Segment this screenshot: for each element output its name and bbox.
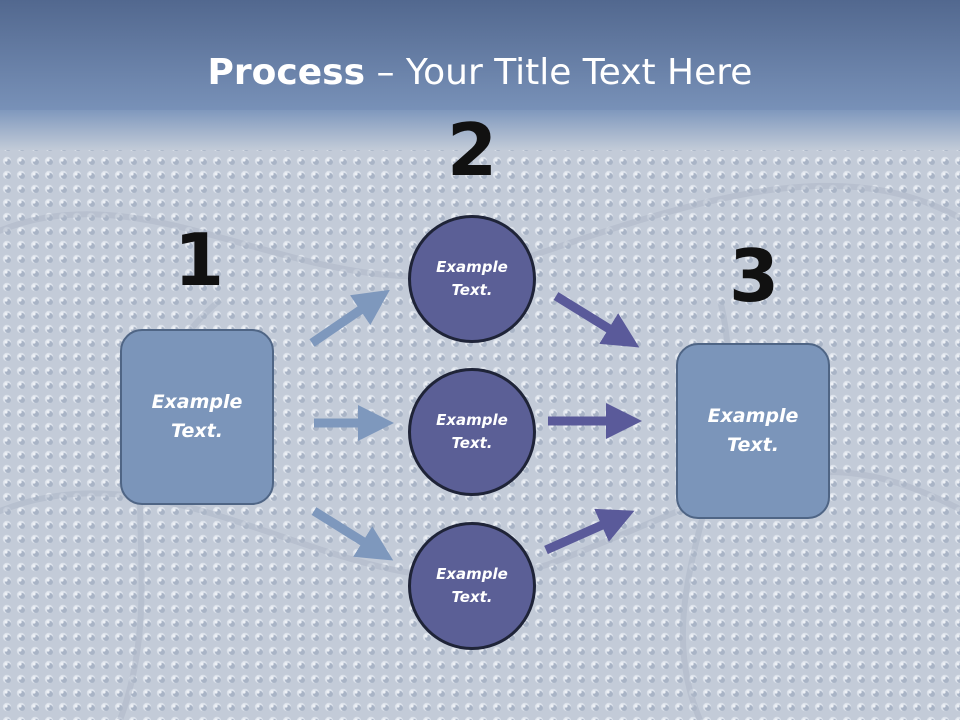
step2-node-middle-text: Example Text. <box>436 411 508 452</box>
slide-title: Process – Your Title Text Here <box>0 52 960 93</box>
title-bold-text: Process <box>207 52 366 93</box>
step1-box: Example Text. <box>120 329 274 505</box>
title-rest-text: – Your Title Text Here <box>365 52 753 93</box>
step2-node-bottom-text: Example Text. <box>436 565 508 606</box>
step2-node-bottom: Example Text. <box>408 522 536 650</box>
step-number-1: 1 <box>173 218 225 302</box>
step1-box-text: Example Text. <box>151 391 243 442</box>
step3-box-text: Example Text. <box>707 405 799 456</box>
step-number-3: 3 <box>728 234 780 318</box>
step-number-2: 2 <box>446 108 498 192</box>
step2-node-middle: Example Text. <box>408 368 536 496</box>
arrow-box1-to-node-top <box>309 289 390 347</box>
arrow-node-bottom-to-box3 <box>544 508 635 555</box>
step2-node-top-text: Example Text. <box>436 258 508 299</box>
step2-node-top: Example Text. <box>408 215 536 343</box>
step3-box: Example Text. <box>676 343 830 519</box>
arrow-node-top-to-box3 <box>553 292 640 348</box>
arrow-box1-to-node-bottom <box>311 507 394 561</box>
